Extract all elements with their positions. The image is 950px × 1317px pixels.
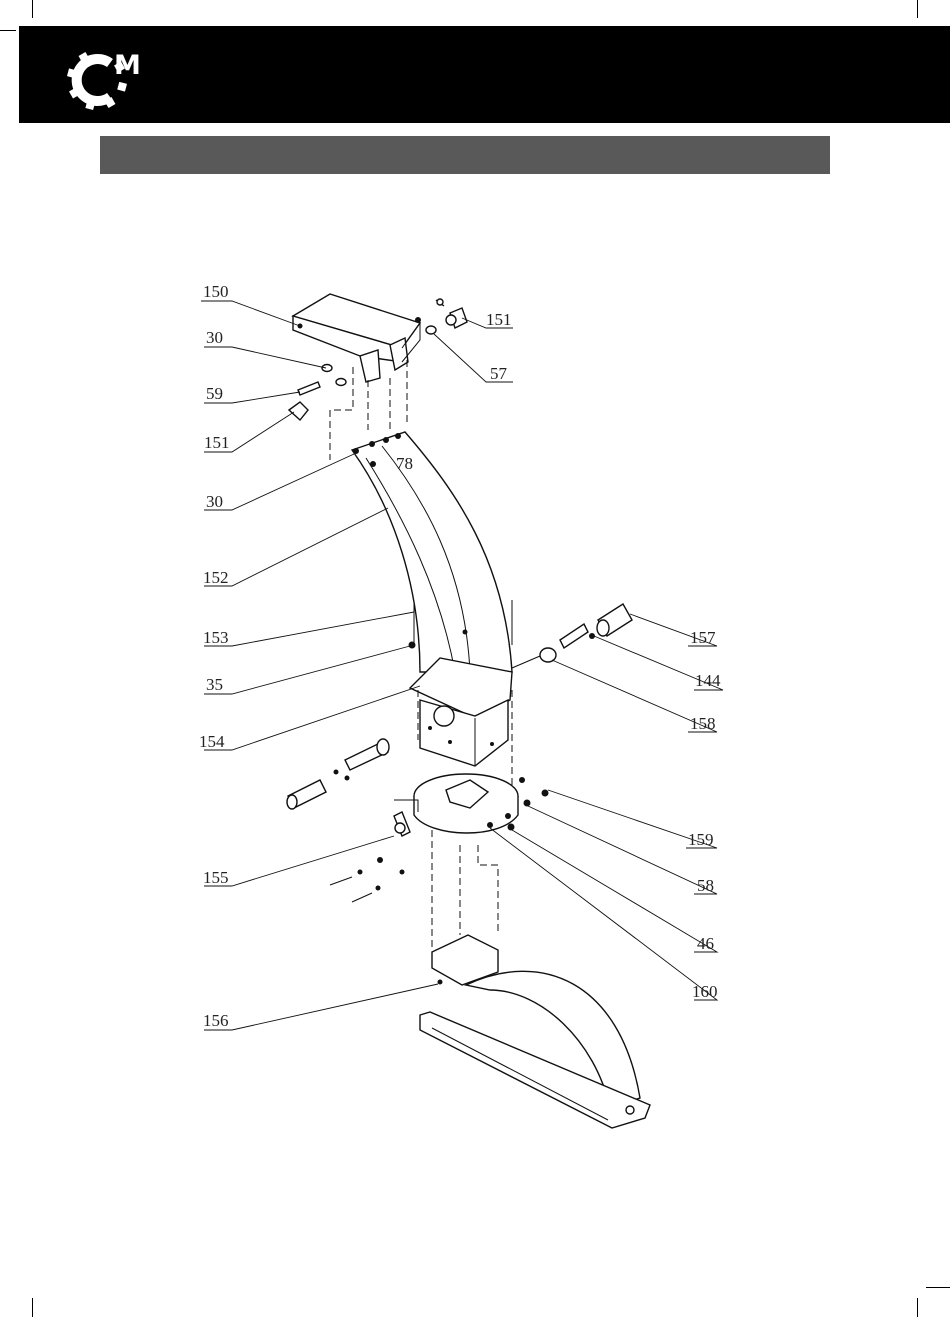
part-label: 154 <box>199 732 225 751</box>
part-label: 159 <box>688 830 714 849</box>
part-label: 30 <box>206 492 223 511</box>
part-label: 157 <box>690 628 716 647</box>
lower-chute-part <box>420 935 650 1128</box>
crank-handle-part <box>512 604 632 668</box>
part-label: 57 <box>490 364 508 383</box>
part-label: 156 <box>203 1011 229 1030</box>
curved-chute-part <box>352 432 512 679</box>
part-label: 150 <box>203 282 229 301</box>
part-label: 59 <box>206 384 223 403</box>
part-label: 151 <box>486 310 512 329</box>
part-label: 153 <box>203 628 229 647</box>
part-label: 35 <box>206 675 223 694</box>
hardware-part <box>415 299 467 334</box>
rotation-ring-part <box>414 774 525 833</box>
part-label: 160 <box>692 982 718 1001</box>
part-label: 46 <box>697 934 714 953</box>
part-label: 152 <box>203 568 229 587</box>
part-label: 58 <box>697 876 714 895</box>
part-label: 158 <box>690 714 716 733</box>
part-label: 144 <box>695 671 721 690</box>
swivel-housing-part <box>410 658 512 766</box>
part-label: 30 <box>206 328 223 347</box>
deflector-cap-part <box>293 294 420 382</box>
hardware-part <box>330 857 405 902</box>
part-label: 155 <box>203 868 229 887</box>
crank-handle-part <box>287 739 389 809</box>
part-label: 151 <box>204 433 230 452</box>
part-label: 78 <box>396 454 413 473</box>
